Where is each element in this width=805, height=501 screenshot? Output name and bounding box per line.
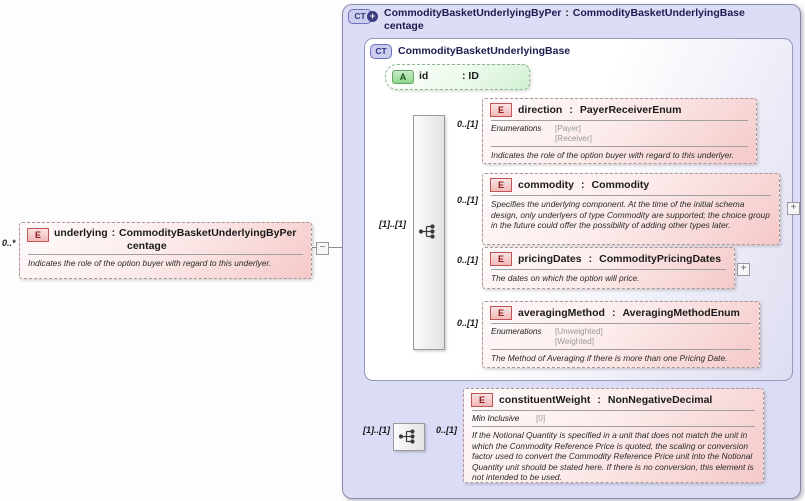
outer-type-name-line2: centage <box>384 20 424 32</box>
element-box-direction[interactable]: E direction : PayerReceiverEnum Enumerat… <box>482 98 757 164</box>
element-box-pricingdates[interactable]: E pricingDates : CommodityPricingDates T… <box>482 247 735 289</box>
element-title: E commodity : Commodity <box>483 174 779 194</box>
outer-type-separator: : <box>565 7 569 19</box>
cardinality-constituentweight: 0..[1] <box>435 425 457 435</box>
base-type-title: CommodityBasketUnderlyingBase <box>398 45 571 57</box>
element-description: If the Notional Quantity is specified in… <box>472 430 754 482</box>
complex-type-badge: CT + <box>348 9 378 24</box>
outer-type-base: CommodityBasketUnderlyingBase <box>572 7 745 19</box>
element-description: The Method of Averaging if there is more… <box>491 353 728 363</box>
element-description: Specifies the underlying component. At t… <box>491 199 770 230</box>
divider <box>491 195 771 196</box>
base-type-badge-label: CT <box>375 46 387 56</box>
expand-button[interactable]: + <box>737 263 750 276</box>
base-type-badge: CT <box>370 44 392 59</box>
divider <box>491 323 751 324</box>
element-badge: E <box>490 103 512 117</box>
element-description: Indicates the role of the option buyer w… <box>491 150 735 160</box>
divider <box>472 426 755 427</box>
element-badge: E <box>490 178 512 192</box>
sequence-group[interactable] <box>413 115 445 350</box>
cardinality-commodity: 0..[1] <box>456 195 478 205</box>
derived-type-plus-icon: + <box>367 11 378 22</box>
cardinality-direction: 0..[1] <box>456 119 478 129</box>
complex-type-badge-label: CT <box>354 11 366 21</box>
attribute-type: : ID <box>462 70 479 82</box>
enumerations-row: Enumerations [Payer] [Receiver] <box>491 124 592 143</box>
element-box-constituentweight[interactable]: E constituentWeight : NonNegativeDecimal… <box>463 388 764 483</box>
attribute-badge: A <box>392 70 414 84</box>
cardinality-averagingmethod: 0..[1] <box>456 318 478 328</box>
attribute-box-id[interactable]: A id : ID <box>385 64 530 90</box>
element-description: The dates on which the option will price… <box>491 273 640 283</box>
element-box-commodity[interactable]: E commodity : Commodity Specifies the un… <box>482 173 780 245</box>
divider <box>491 120 748 121</box>
sequence-cardinality: [1]..[1] <box>379 219 406 229</box>
element-badge: E <box>27 228 49 242</box>
element-description: Indicates the role of the option buyer w… <box>28 258 272 268</box>
divider <box>472 410 755 411</box>
element-badge: E <box>471 393 493 407</box>
element-badge: E <box>490 252 512 266</box>
outer-type-title: CommodityBasketUnderlyingByPer : Commodi… <box>384 7 745 33</box>
min-inclusive-row: Min Inclusive [0] <box>472 414 546 423</box>
collapse-button[interactable]: − <box>316 242 329 255</box>
divider <box>491 269 726 270</box>
divider <box>491 146 748 147</box>
element-box-underlying[interactable]: E underlying : CommodityBasketUnderlying… <box>19 222 312 279</box>
element-title: E pricingDates : CommodityPricingDates <box>483 248 734 268</box>
element-title: E constituentWeight : NonNegativeDecimal <box>464 389 763 409</box>
divider <box>28 254 303 255</box>
outer-type-name-line1: CommodityBasketUnderlyingByPer <box>384 7 562 19</box>
cardinality-pricingdates: 0..[1] <box>456 255 478 265</box>
cardinality-underlying: 0..* <box>2 238 16 248</box>
element-title: E averagingMethod : AveragingMethodEnum <box>483 302 759 322</box>
divider <box>491 349 751 350</box>
attribute-name: id <box>419 70 429 82</box>
extension-sequence-cardinality: [1]..[1] <box>363 425 390 435</box>
element-badge: E <box>490 306 512 320</box>
element-box-averagingmethod[interactable]: E averagingMethod : AveragingMethodEnum … <box>482 301 760 368</box>
enumerations-row: Enumerations [Unweighted] [Weighted] <box>491 327 603 346</box>
element-title: E direction : PayerReceiverEnum <box>483 99 756 119</box>
expand-button[interactable]: + <box>787 202 800 215</box>
sequence-icon <box>398 429 415 444</box>
sequence-icon <box>418 224 435 239</box>
element-title: E underlying : CommodityBasketUnderlying… <box>20 223 311 253</box>
